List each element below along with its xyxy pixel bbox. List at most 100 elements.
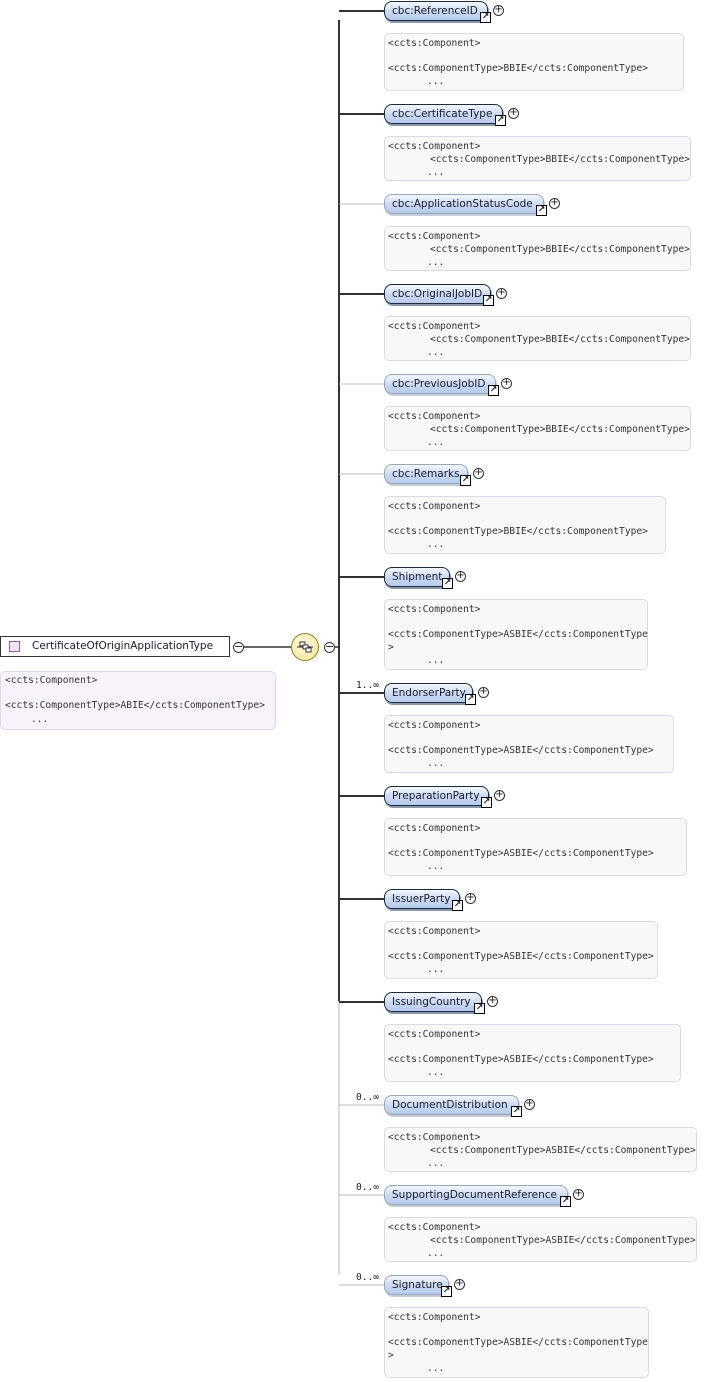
annotation-line: <ccts:ComponentType>ASBIE</ccts:Componen… (388, 629, 648, 640)
annotation-line: <ccts:ComponentType>BBIE</ccts:Component… (430, 244, 690, 255)
annotation-line: ... (427, 964, 445, 975)
element-node[interactable]: Signature (384, 1275, 449, 1295)
element-node[interactable]: SupportingDocumentReference (384, 1185, 568, 1205)
annotation-line: ... (427, 167, 445, 178)
reference-arrow-icon[interactable]: ↗ (483, 295, 494, 306)
annotation-line: ... (427, 437, 445, 448)
reference-arrow-icon[interactable]: ↗ (511, 1106, 522, 1117)
annotation-line: ... (427, 1248, 445, 1259)
expand-plus-icon[interactable]: + (494, 789, 505, 801)
annotation-line: <ccts:Component> (388, 720, 481, 731)
reference-arrow-icon[interactable]: ↗ (442, 578, 453, 589)
root-annotation-line: ... (31, 714, 49, 725)
cardinality-label: 0..∞ (356, 1092, 380, 1103)
reference-arrow-icon[interactable]: ↗ (560, 1196, 571, 1207)
reference-arrow-icon[interactable]: ↗ (481, 797, 492, 808)
expand-plus-icon[interactable]: + (454, 1278, 465, 1290)
annotation-line: <ccts:Component> (388, 411, 481, 422)
expand-plus-icon[interactable]: + (487, 995, 498, 1007)
element-node[interactable]: cbc:PreviousJobID (384, 374, 496, 394)
reference-arrow-icon[interactable]: ↗ (460, 475, 471, 486)
annotation-line: ... (427, 257, 445, 268)
annotation-line: <ccts:ComponentType>ASBIE</ccts:Componen… (430, 1145, 696, 1156)
expand-plus-icon[interactable]: + (496, 287, 507, 299)
root-annotation: <ccts:Component> <ccts:ComponentType>ABI… (0, 671, 276, 730)
complex-type-icon (9, 641, 20, 652)
annotation-line: <ccts:Component> (388, 823, 481, 834)
annotation-line: <ccts:Component> (388, 1029, 481, 1040)
annotation-line: <ccts:ComponentType>ASBIE</ccts:Componen… (388, 848, 654, 859)
root-annotation-line: <ccts:Component> (5, 675, 98, 686)
annotation-line: <ccts:Component> (388, 604, 481, 615)
annotation-line: ... (427, 758, 445, 769)
annotation-line: ... (427, 861, 445, 872)
reference-arrow-icon[interactable]: ↗ (474, 1003, 485, 1014)
expand-plus-icon[interactable]: + (455, 570, 466, 582)
element-annotation: <ccts:Component> <ccts:ComponentType>ASBI… (384, 715, 674, 773)
cardinality-label: 0..∞ (356, 1272, 380, 1283)
element-node[interactable]: cbc:ReferenceID (384, 1, 488, 21)
element-annotation: <ccts:Component><ccts:ComponentType>BBIE… (384, 316, 691, 361)
reference-arrow-icon[interactable]: ↗ (488, 385, 499, 396)
annotation-line: <ccts:Component> (388, 321, 481, 332)
element-annotation: <ccts:Component> <ccts:ComponentType>ASBI… (384, 1217, 697, 1262)
cardinality-label: 0..∞ (356, 1182, 380, 1193)
element-node[interactable]: DocumentDistribution (384, 1095, 519, 1115)
annotation-line: <ccts:ComponentType>ASBIE</ccts:Componen… (388, 951, 654, 962)
element-annotation: <ccts:Component><ccts:ComponentType>ASBI… (384, 1024, 681, 1082)
element-annotation: <ccts:Component> <ccts:ComponentType>BBIE… (384, 226, 691, 271)
expand-plus-icon[interactable]: + (473, 467, 484, 479)
collapse-root-icon[interactable]: − (233, 640, 244, 653)
sequence-compositor-icon[interactable] (291, 633, 319, 661)
element-node[interactable]: IssuingCountry (384, 992, 482, 1012)
element-node[interactable]: cbc:ApplicationStatusCode (384, 194, 544, 214)
annotation-line: <ccts:Component> (388, 141, 481, 152)
element-node[interactable]: cbc:Remarks (384, 464, 468, 484)
expand-plus-icon[interactable]: + (465, 892, 476, 904)
reference-arrow-icon[interactable]: ↗ (441, 1286, 452, 1297)
annotation-line: <ccts:Component> (388, 501, 481, 512)
element-annotation: <ccts:Component><ccts:ComponentType>BBIE… (384, 33, 684, 91)
expand-plus-icon[interactable]: + (573, 1188, 584, 1200)
annotation-line: ... (427, 539, 445, 550)
element-node[interactable]: IssuerParty (384, 889, 460, 909)
annotation-line: <ccts:Component> (388, 231, 481, 242)
reference-arrow-icon[interactable]: ↗ (480, 12, 491, 23)
reference-arrow-icon[interactable]: ↗ (495, 115, 506, 126)
element-annotation: <ccts:Component> <ccts:ComponentType>ASBI… (384, 599, 648, 670)
annotation-line: <ccts:ComponentType>ASBIE</ccts:Componen… (388, 745, 654, 756)
element-node[interactable]: PreparationParty (384, 786, 489, 806)
annotation-line: <ccts:Component> (388, 1132, 481, 1143)
annotation-line: ... (427, 1363, 445, 1374)
element-node[interactable]: Shipment (384, 567, 450, 587)
expand-plus-icon[interactable]: + (493, 4, 504, 16)
element-node[interactable]: EndorserParty (384, 683, 473, 703)
element-annotation: <ccts:Component> <ccts:ComponentType>ASBI… (384, 921, 658, 979)
annotation-line: ... (427, 347, 445, 358)
root-annotation-line: <ccts:ComponentType>ABIE</ccts:Component… (5, 700, 265, 711)
collapse-sequence-icon[interactable]: − (324, 640, 335, 653)
annotation-line: > (388, 642, 394, 653)
root-type-name: CertificateOfOriginApplicationType (32, 640, 214, 652)
element-node[interactable]: cbc:OriginalJobID (384, 284, 491, 304)
annotation-line: <ccts:Component> (388, 1222, 481, 1233)
expand-plus-icon[interactable]: + (478, 686, 489, 698)
expand-plus-icon[interactable]: + (501, 377, 512, 389)
element-annotation: <ccts:Component><ccts:ComponentType>BBIE… (384, 406, 691, 451)
expand-plus-icon[interactable]: + (549, 197, 560, 209)
expand-plus-icon[interactable]: + (524, 1098, 535, 1110)
reference-arrow-icon[interactable]: ↗ (465, 694, 476, 705)
element-annotation: <ccts:Component><ccts:ComponentType>BBIE… (384, 136, 691, 181)
expand-plus-icon[interactable]: + (508, 107, 519, 119)
annotation-line: <ccts:ComponentType>BBIE</ccts:Component… (388, 63, 648, 74)
element-node[interactable]: cbc:CertificateType (384, 104, 503, 124)
annotation-line: <ccts:ComponentType>ASBIE</ccts:Componen… (430, 1235, 696, 1246)
annotation-line: <ccts:ComponentType>BBIE</ccts:Component… (388, 526, 648, 537)
annotation-line: ... (427, 655, 445, 666)
root-type-box[interactable]: CertificateOfOriginApplicationType (0, 636, 230, 657)
reference-arrow-icon[interactable]: ↗ (452, 900, 463, 911)
reference-arrow-icon[interactable]: ↗ (536, 205, 547, 216)
annotation-line: <ccts:Component> (388, 926, 481, 937)
annotation-line: ... (427, 1067, 445, 1078)
